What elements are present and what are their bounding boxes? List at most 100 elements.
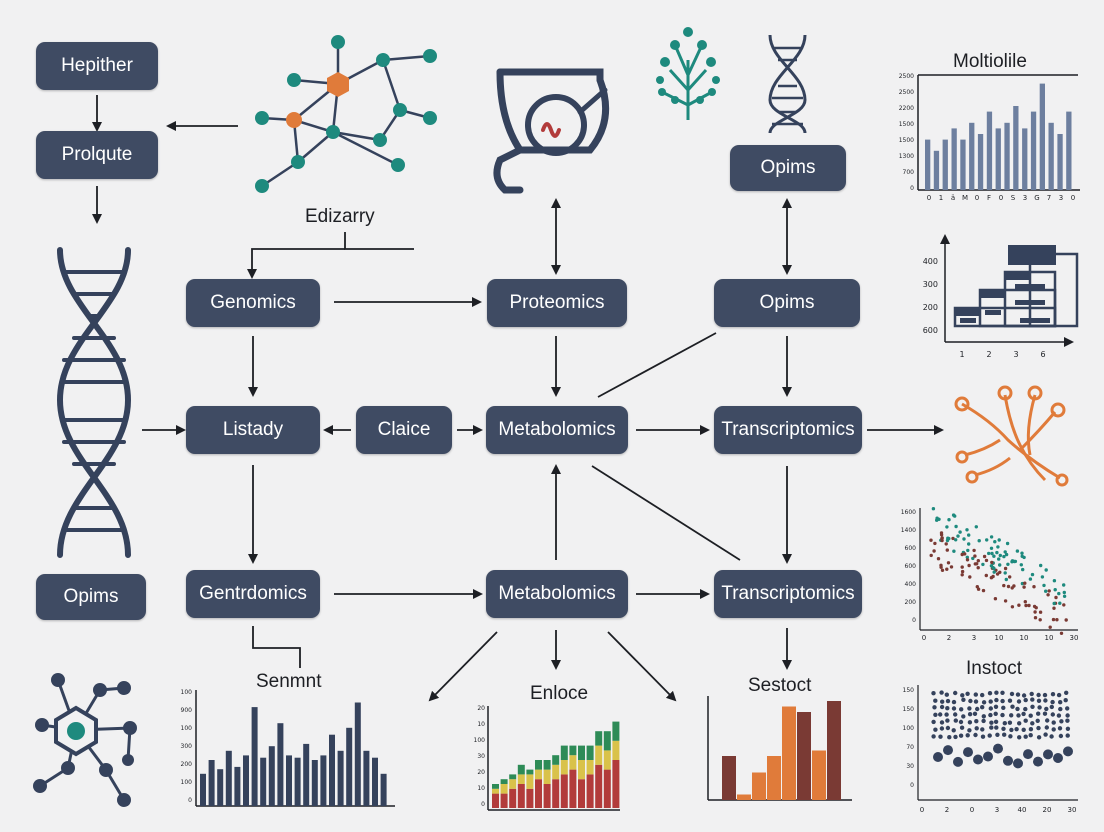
edizarry-bracket bbox=[345, 232, 414, 249]
scatter-point bbox=[1021, 712, 1025, 716]
arrow-fan-left bbox=[430, 632, 497, 700]
scatter-point bbox=[1049, 626, 1052, 629]
scatter-point bbox=[991, 566, 994, 569]
bar bbox=[797, 712, 811, 800]
bar-segment bbox=[509, 774, 516, 779]
chart-step-bars: 4003002006001236 bbox=[923, 236, 1077, 359]
bar bbox=[767, 756, 781, 800]
bar bbox=[260, 758, 266, 806]
scatter-point bbox=[982, 589, 985, 592]
scatter-point bbox=[994, 691, 998, 695]
scatter-point bbox=[1023, 698, 1027, 702]
scatter-point bbox=[1058, 707, 1062, 711]
x-tick-label: 30 bbox=[1070, 634, 1079, 642]
scatter-point bbox=[1007, 585, 1010, 588]
scatter-point bbox=[1052, 618, 1055, 621]
bar bbox=[1031, 112, 1036, 190]
scatter-point bbox=[1023, 582, 1026, 585]
bar-segment bbox=[518, 774, 525, 784]
scatter-point bbox=[952, 700, 956, 704]
scatter-point bbox=[1017, 735, 1021, 739]
bar-segment bbox=[492, 784, 499, 789]
scatter-point bbox=[994, 698, 998, 702]
x-tick-label: 7 bbox=[1047, 194, 1051, 202]
scatter-point bbox=[1057, 693, 1061, 697]
neuron-icon bbox=[956, 387, 1067, 485]
chart-senmnt: 1009001003002001000 bbox=[181, 689, 395, 806]
caption-enloce: Enloce bbox=[530, 683, 588, 705]
bar-cap bbox=[1005, 272, 1030, 280]
scatter-point bbox=[1009, 728, 1013, 732]
scatter-point bbox=[963, 552, 966, 555]
bar bbox=[969, 123, 974, 190]
scatter-point bbox=[1041, 575, 1044, 578]
scatter-point bbox=[947, 518, 950, 521]
x-tick-label: G bbox=[1034, 194, 1039, 202]
y-tick-label: 0 bbox=[910, 782, 914, 789]
scatter-point bbox=[939, 690, 943, 694]
caption-moltiolile: Moltiolile bbox=[953, 51, 1027, 73]
scatter-point bbox=[931, 734, 935, 738]
scatter-point bbox=[1000, 699, 1004, 703]
scatter-point bbox=[952, 706, 956, 710]
x-tick-label: 3 bbox=[1023, 194, 1027, 202]
scatter-point bbox=[946, 699, 950, 703]
scatter-point bbox=[1001, 706, 1005, 710]
x-tick-label: 0 bbox=[975, 194, 979, 202]
scatter-point bbox=[1004, 567, 1007, 570]
scatter-point bbox=[990, 547, 993, 550]
bar-segment bbox=[985, 310, 1001, 315]
scatter-point bbox=[977, 588, 980, 591]
scatter-point bbox=[1012, 584, 1015, 587]
scatter-point bbox=[1023, 719, 1027, 723]
scatter-point bbox=[981, 563, 984, 566]
x-tick-label: 20 bbox=[1043, 806, 1052, 814]
bar-segment bbox=[569, 755, 576, 769]
bar bbox=[1066, 112, 1071, 190]
scatter-point bbox=[961, 698, 965, 702]
x-tick-label: 3 bbox=[1059, 194, 1063, 202]
scatter-point-large bbox=[1003, 756, 1013, 766]
scatter-point bbox=[1024, 600, 1027, 603]
bar bbox=[752, 773, 766, 801]
bar-segment bbox=[587, 760, 594, 774]
scatter-point bbox=[966, 558, 969, 561]
scatter-point bbox=[1058, 726, 1062, 730]
bar bbox=[329, 735, 335, 806]
scatter-point bbox=[1023, 707, 1027, 711]
bar-segment bbox=[535, 770, 542, 780]
scatter-point bbox=[1043, 732, 1047, 736]
scatter-point bbox=[961, 565, 964, 568]
scatter-point bbox=[1044, 590, 1047, 593]
y-tick-label: 1300 bbox=[899, 153, 914, 160]
x-tick-label: 2 bbox=[945, 806, 949, 814]
chart-sestoct bbox=[708, 696, 852, 800]
scatter-point bbox=[965, 528, 968, 531]
caption-sestoct: Sestoct bbox=[748, 675, 811, 697]
bar-segment bbox=[960, 318, 976, 323]
bar-segment bbox=[587, 774, 594, 808]
hub-network-icon bbox=[33, 673, 137, 807]
scatter-point bbox=[990, 561, 993, 564]
node-prolqute: Prolqute bbox=[36, 131, 158, 179]
bar bbox=[312, 760, 318, 806]
scatter-point bbox=[1002, 584, 1005, 587]
y-tick-label: 30 bbox=[477, 753, 485, 760]
scatter-point bbox=[1030, 721, 1034, 725]
bar-segment bbox=[587, 746, 594, 760]
scatter-point-large bbox=[953, 757, 963, 767]
scatter-point bbox=[1065, 713, 1069, 717]
bar-segment bbox=[561, 774, 568, 808]
node-transcriptomics-1: Transcriptomics bbox=[714, 406, 862, 454]
scatter-point bbox=[972, 549, 975, 552]
bar bbox=[1040, 84, 1045, 190]
scatter-point bbox=[995, 551, 998, 554]
scatter-point bbox=[988, 691, 992, 695]
scatter-point-large bbox=[1053, 753, 1063, 763]
bar bbox=[363, 751, 369, 806]
bar-segment bbox=[552, 779, 559, 808]
scatter-point bbox=[961, 714, 965, 718]
bar-segment bbox=[518, 765, 525, 775]
scatter-point bbox=[1004, 571, 1007, 574]
bar bbox=[827, 701, 841, 800]
